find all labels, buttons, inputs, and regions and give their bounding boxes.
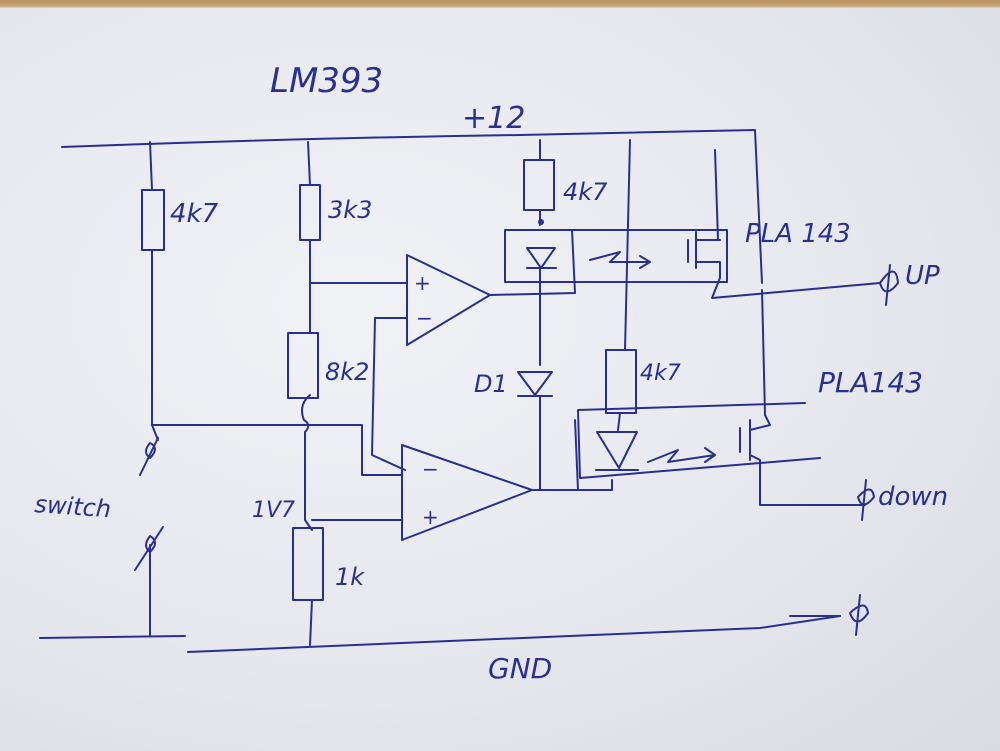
- paper-sheet: [0, 8, 1000, 751]
- ground-terminal: [789, 594, 869, 636]
- output-up-terminal: [879, 264, 899, 306]
- emit-arrow-top: [589, 251, 651, 269]
- optocoupler-bottom-box: [577, 402, 821, 479]
- resistor-4k7-led-bottom: [605, 349, 637, 414]
- label-switch: switch: [34, 490, 112, 523]
- label-r-bottom: 1k: [335, 563, 365, 591]
- label-bottom-plus: +: [422, 505, 439, 529]
- output-down-terminal: [857, 479, 875, 521]
- label-out-down: down: [878, 482, 948, 512]
- comparator-top-inputs: [309, 282, 408, 471]
- label-diode: D1: [474, 370, 508, 398]
- junction-dot: [538, 219, 544, 225]
- supply-rail: [61, 129, 763, 284]
- switch-symbol: [134, 437, 164, 637]
- diode-d1: [517, 371, 553, 491]
- comparator-bottom: [401, 444, 533, 541]
- label-r-led-top: 4k7: [563, 178, 608, 206]
- label-relay-top: PLA 143: [745, 219, 851, 249]
- label-lm393: LM393: [270, 61, 383, 101]
- left-column-wire: [149, 141, 159, 441]
- ground-rail: [39, 615, 841, 653]
- optocoupler-top-box: [504, 229, 728, 283]
- label-r-left: 4k7: [170, 199, 219, 229]
- led-bottom-symbol: [595, 431, 639, 471]
- resistor-3k3: [299, 184, 321, 241]
- label-relay-bottom: PLA143: [818, 366, 923, 399]
- emit-arrow-bottom: [647, 447, 716, 463]
- resistor-1k: [292, 527, 324, 601]
- mosfet-bottom: [739, 289, 866, 506]
- comparator-bottom-inputs: [304, 424, 403, 521]
- label-r-top: 3k3: [328, 196, 372, 224]
- mosfet-top: [687, 149, 881, 299]
- label-supply: +12: [462, 101, 525, 136]
- label-out-up: UP: [905, 261, 940, 291]
- led-top-branch: [489, 139, 576, 366]
- led-bottom-branch: [531, 139, 631, 491]
- led-top-symbol: [526, 247, 557, 269]
- label-r-mid: 8k2: [325, 358, 369, 386]
- label-top-minus: −: [416, 306, 433, 330]
- divider-wire: [301, 141, 313, 646]
- resistor-4k7-led-top: [523, 159, 555, 211]
- comparator-top: [406, 254, 491, 346]
- label-node-voltage: 1V7: [252, 498, 295, 523]
- label-r-led-bottom: 4k7: [640, 361, 681, 386]
- resistor-8k2: [287, 332, 319, 399]
- label-bottom-minus: −: [422, 457, 439, 481]
- label-ground: GND: [488, 652, 552, 685]
- resistor-4k7-left: [141, 189, 165, 251]
- label-top-plus: +: [414, 271, 431, 295]
